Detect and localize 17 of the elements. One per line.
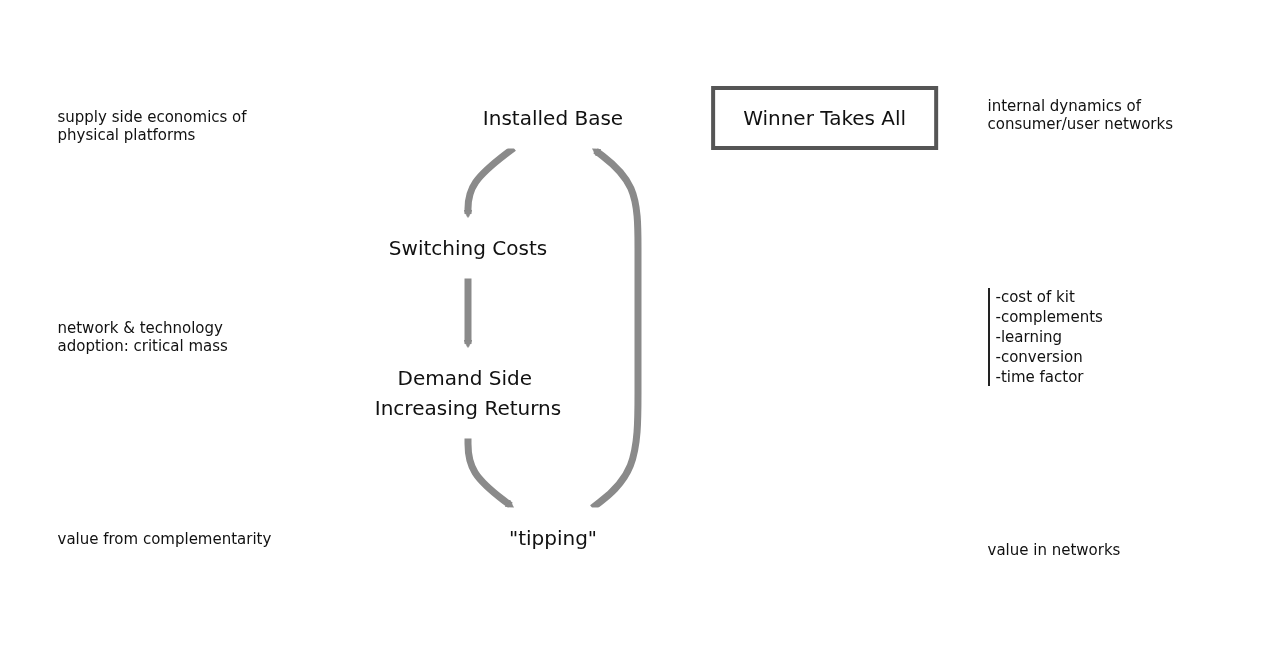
list-item: -complements [995,308,1104,326]
arrow [464,278,473,349]
node-text: Demand Side Increasing Returns [375,365,562,420]
list-item: -learning [995,328,1064,346]
note-text: value in networks [987,540,1122,559]
node-text: Switching Costs [389,236,548,260]
note-text: supply side economics of physical platforms [57,107,248,144]
note-text: network & technology adoption: critical mass [57,319,229,355]
node-box: Winner Takes All [711,86,939,150]
node-text: "tipping" [509,525,598,550]
list-item: -conversion [995,348,1084,366]
list-item: -time factor [995,368,1085,386]
note-text: internal dynamics of consumer/user networks [987,97,1175,134]
list-item: -cost of kit [995,288,1076,306]
node-text: Installed Base [483,106,624,130]
arrow [464,438,515,509]
note-text: value from complementarity [57,530,273,549]
